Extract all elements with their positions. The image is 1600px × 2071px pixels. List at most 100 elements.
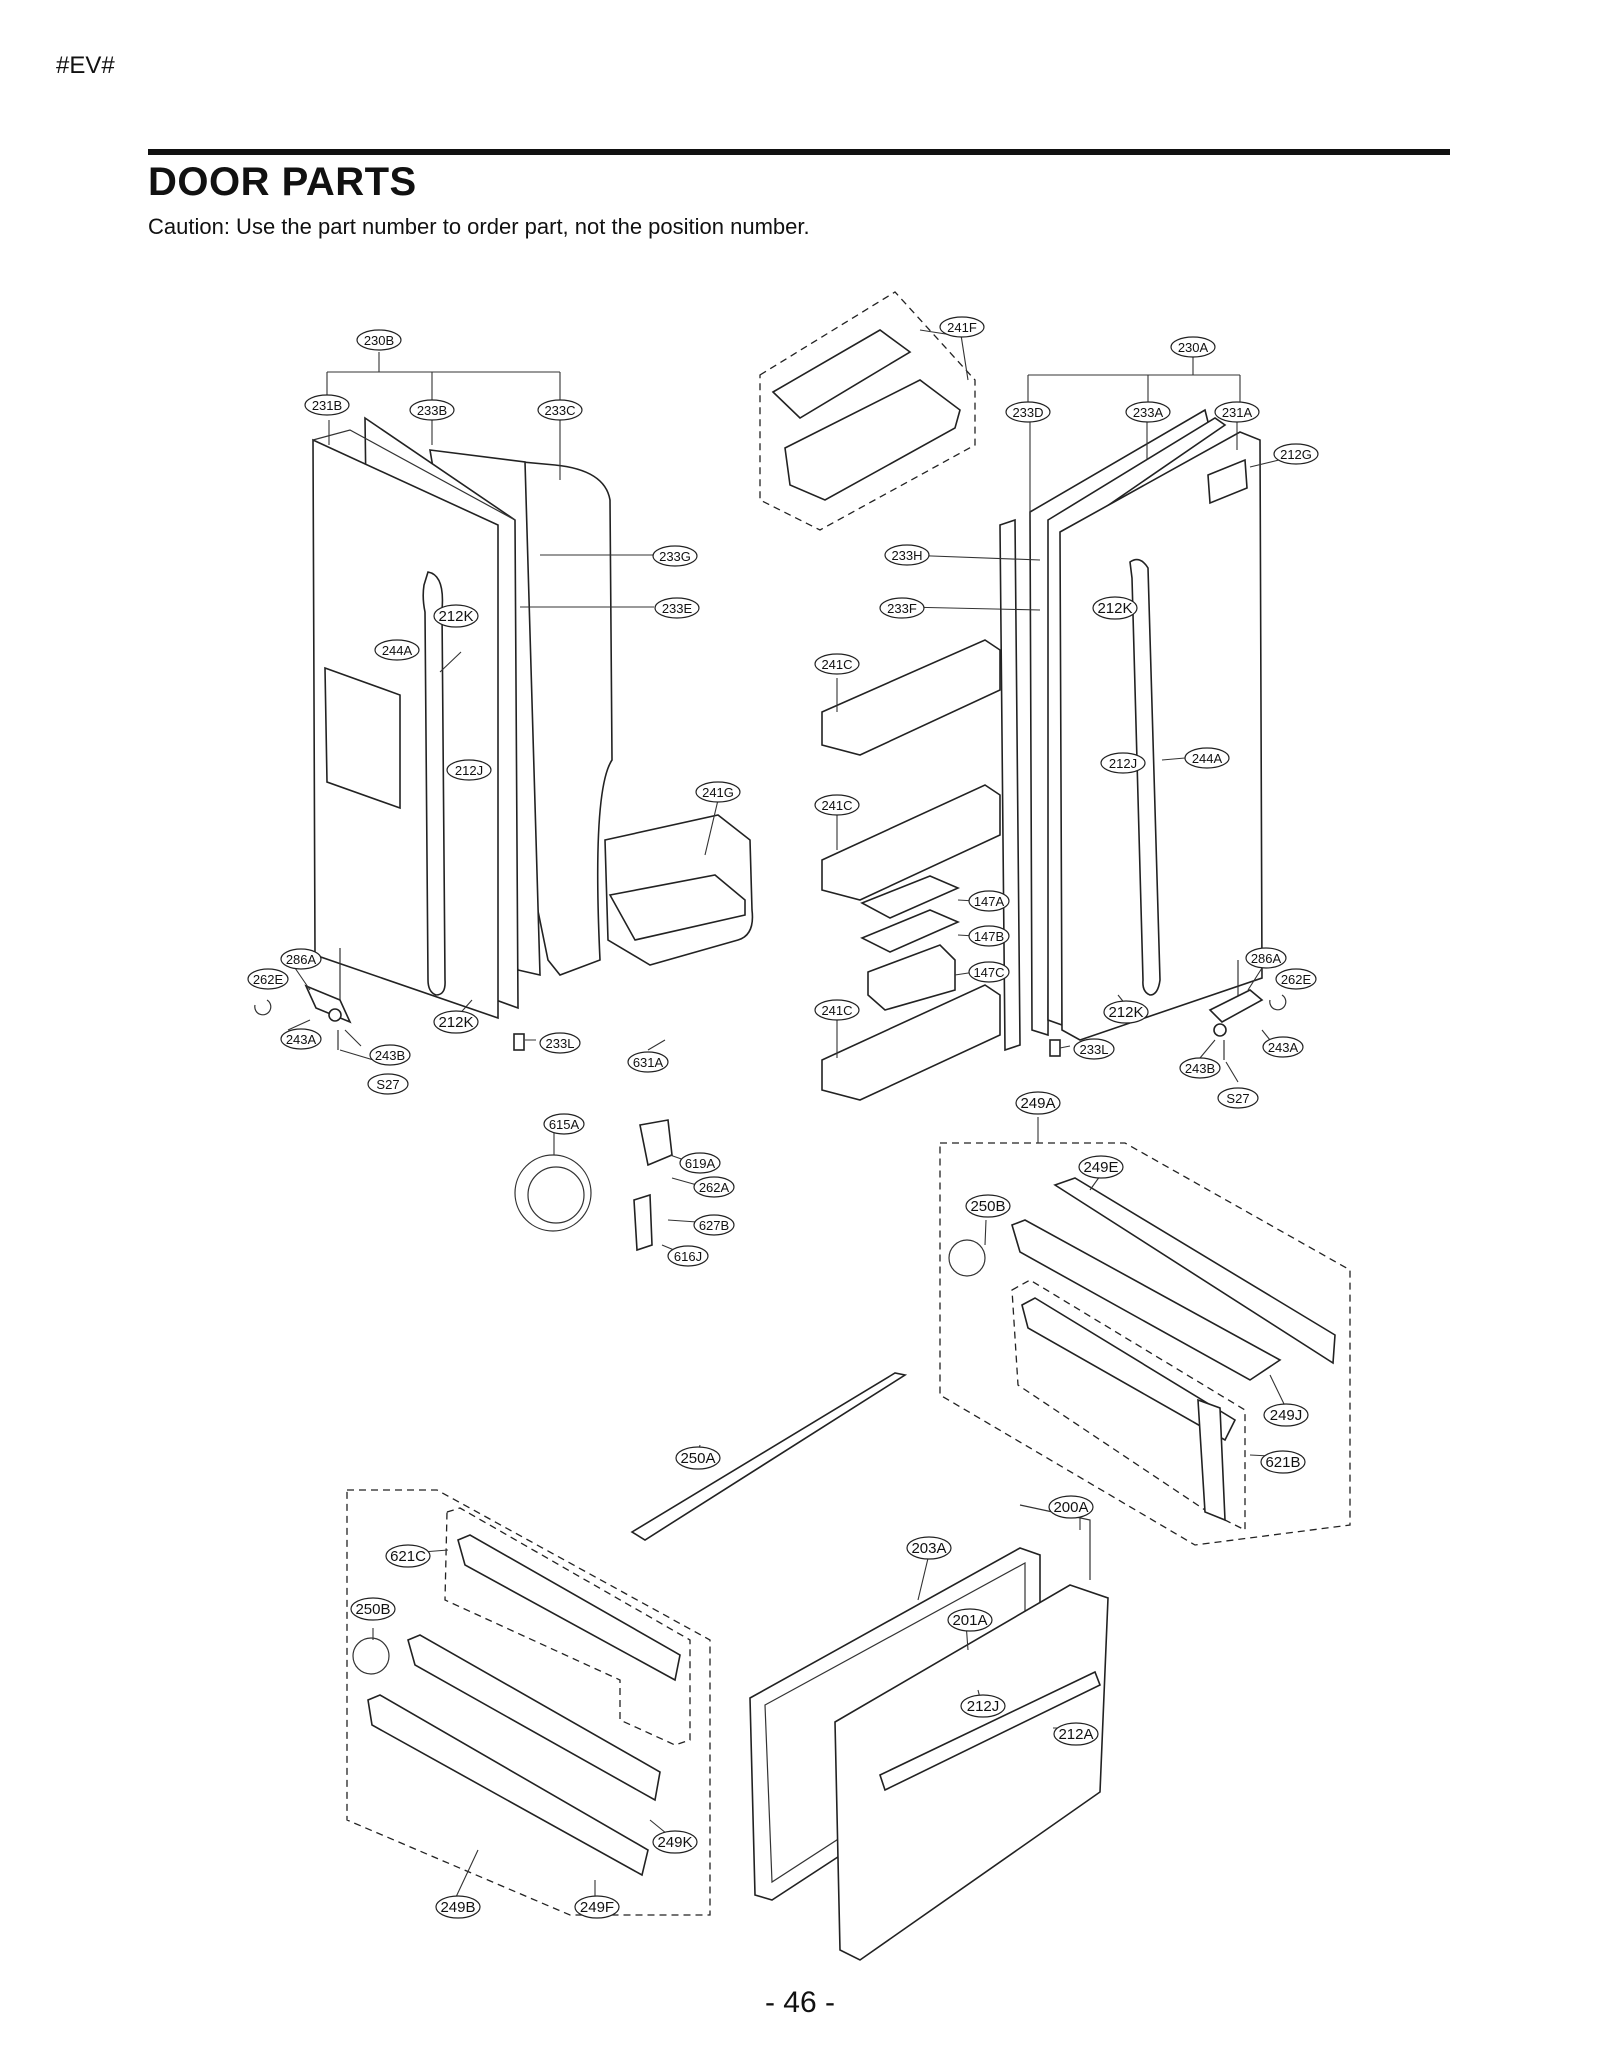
callout-233C: 233C <box>537 399 583 421</box>
svg-text:243A: 243A <box>286 1032 317 1047</box>
left-rail-slide <box>367 1694 649 1877</box>
callout-233H: 233H <box>884 544 930 566</box>
part-callouts: 230B 231B 233B 233C 241F 230A 233D 233A … <box>247 316 1319 1919</box>
svg-text:212K: 212K <box>1108 1004 1143 1021</box>
svg-text:147A: 147A <box>974 894 1005 909</box>
callout-241G: 241G <box>695 781 741 803</box>
svg-text:233G: 233G <box>659 549 691 564</box>
svg-text:147B: 147B <box>974 929 1004 944</box>
svg-text:616J: 616J <box>674 1249 702 1264</box>
left-rail-dashed-boundary <box>346 1489 711 1916</box>
callout-241F: 241F <box>939 316 985 338</box>
callout-244A-right: 244A <box>1184 747 1230 769</box>
egg-tray-box <box>867 944 956 1011</box>
callout-230A: 230A <box>1170 336 1216 358</box>
svg-text:621C: 621C <box>390 1548 426 1565</box>
callout-233F: 233F <box>879 597 925 619</box>
svg-text:262E: 262E <box>1281 972 1312 987</box>
left-door-shelf <box>608 874 746 941</box>
svg-text:212A: 212A <box>1058 1726 1093 1743</box>
right-door-stopper <box>1049 1039 1061 1057</box>
callout-243A-right: 243A <box>1262 1036 1304 1058</box>
right-rail-dashed-boundary <box>939 1142 1351 1546</box>
water-tube-coil <box>514 1154 592 1232</box>
callout-627B: 627B <box>693 1214 735 1236</box>
svg-text:230A: 230A <box>1178 340 1209 355</box>
svg-text:241C: 241C <box>821 1003 852 1018</box>
svg-text:231A: 231A <box>1222 405 1253 420</box>
svg-text:233D: 233D <box>1012 405 1043 420</box>
svg-text:241C: 241C <box>821 657 852 672</box>
left-rail-bracket-upper <box>457 1534 681 1682</box>
svg-text:233B: 233B <box>417 403 447 418</box>
right-pinion-gear <box>948 1239 986 1277</box>
right-door-basket-lower <box>821 984 1001 1101</box>
tube-fitting <box>633 1193 653 1252</box>
callout-262E-right: 262E <box>1275 968 1317 990</box>
svg-text:241C: 241C <box>821 798 852 813</box>
callout-249E: 249E <box>1078 1155 1124 1179</box>
callout-212K-left-top: 212K <box>433 604 479 628</box>
callout-241C-middle: 241C <box>814 794 860 816</box>
callout-233D: 233D <box>1005 401 1051 423</box>
page-title: DOOR PARTS <box>148 160 417 204</box>
svg-text:203A: 203A <box>911 1540 946 1557</box>
callout-212G: 212G <box>1273 443 1319 465</box>
water-line-kit <box>514 1119 673 1252</box>
callout-616J: 616J <box>667 1245 709 1267</box>
dairy-bin-group <box>759 291 976 531</box>
caution-note: Caution: Use the part number to order pa… <box>148 214 810 239</box>
svg-text:241F: 241F <box>947 320 977 335</box>
callout-621B: 621B <box>1260 1450 1306 1474</box>
svg-text:212J: 212J <box>1109 756 1137 771</box>
callout-243B-right: 243B <box>1179 1057 1221 1079</box>
callout-241C-upper: 241C <box>814 653 860 675</box>
callout-619A: 619A <box>679 1152 721 1174</box>
callout-212J-freezer: 212J <box>960 1694 1006 1718</box>
callout-249A: 249A <box>1015 1091 1061 1115</box>
callout-262A: 262A <box>693 1176 735 1198</box>
left-door-panel <box>312 438 499 1020</box>
svg-text:250B: 250B <box>970 1198 1005 1215</box>
svg-text:619A: 619A <box>685 1156 716 1171</box>
callout-212K-left-bottom: 212K <box>433 1010 479 1034</box>
callout-621C: 621C <box>385 1544 431 1568</box>
svg-text:212K: 212K <box>1097 600 1132 617</box>
right-rail-slide <box>1021 1297 1237 1442</box>
callout-250A: 250A <box>675 1446 721 1470</box>
dairy-bin-lid <box>771 329 912 420</box>
callout-231A: 231A <box>1214 401 1260 423</box>
callout-233B: 233B <box>409 399 455 421</box>
svg-text:S27: S27 <box>376 1077 399 1092</box>
callout-249K: 249K <box>652 1830 698 1854</box>
svg-text:243B: 243B <box>1185 1061 1215 1076</box>
right-door-label <box>1207 458 1248 505</box>
svg-text:212G: 212G <box>1280 447 1312 462</box>
title-rule <box>148 149 1450 155</box>
svg-text:627B: 627B <box>699 1218 729 1233</box>
callout-147B: 147B <box>968 925 1010 947</box>
callout-262E-left: 262E <box>247 968 289 990</box>
svg-text:233L: 233L <box>1080 1042 1109 1057</box>
right-door-assembly <box>999 408 1287 1060</box>
water-tube-coil-inner <box>527 1166 585 1224</box>
svg-text:249B: 249B <box>440 1899 475 1916</box>
svg-text:147C: 147C <box>973 965 1004 980</box>
left-pinion-gear <box>352 1637 390 1675</box>
guide-bar <box>630 1372 908 1541</box>
callout-201A: 201A <box>947 1608 993 1632</box>
svg-text:244A: 244A <box>1192 751 1223 766</box>
document-code: #EV# <box>56 52 115 79</box>
callout-243B-left: 243B <box>369 1044 411 1066</box>
callout-S27-left: S27 <box>367 1073 409 1095</box>
callout-244A-left: 244A <box>374 639 420 661</box>
svg-text:233H: 233H <box>891 548 922 563</box>
svg-text:243A: 243A <box>1268 1040 1299 1055</box>
svg-text:230B: 230B <box>364 333 394 348</box>
callout-230B: 230B <box>356 329 402 351</box>
callout-S27-right: S27 <box>1217 1087 1259 1109</box>
egg-tray <box>860 909 961 953</box>
svg-text:250A: 250A <box>680 1450 715 1467</box>
callout-212A: 212A <box>1053 1722 1099 1746</box>
